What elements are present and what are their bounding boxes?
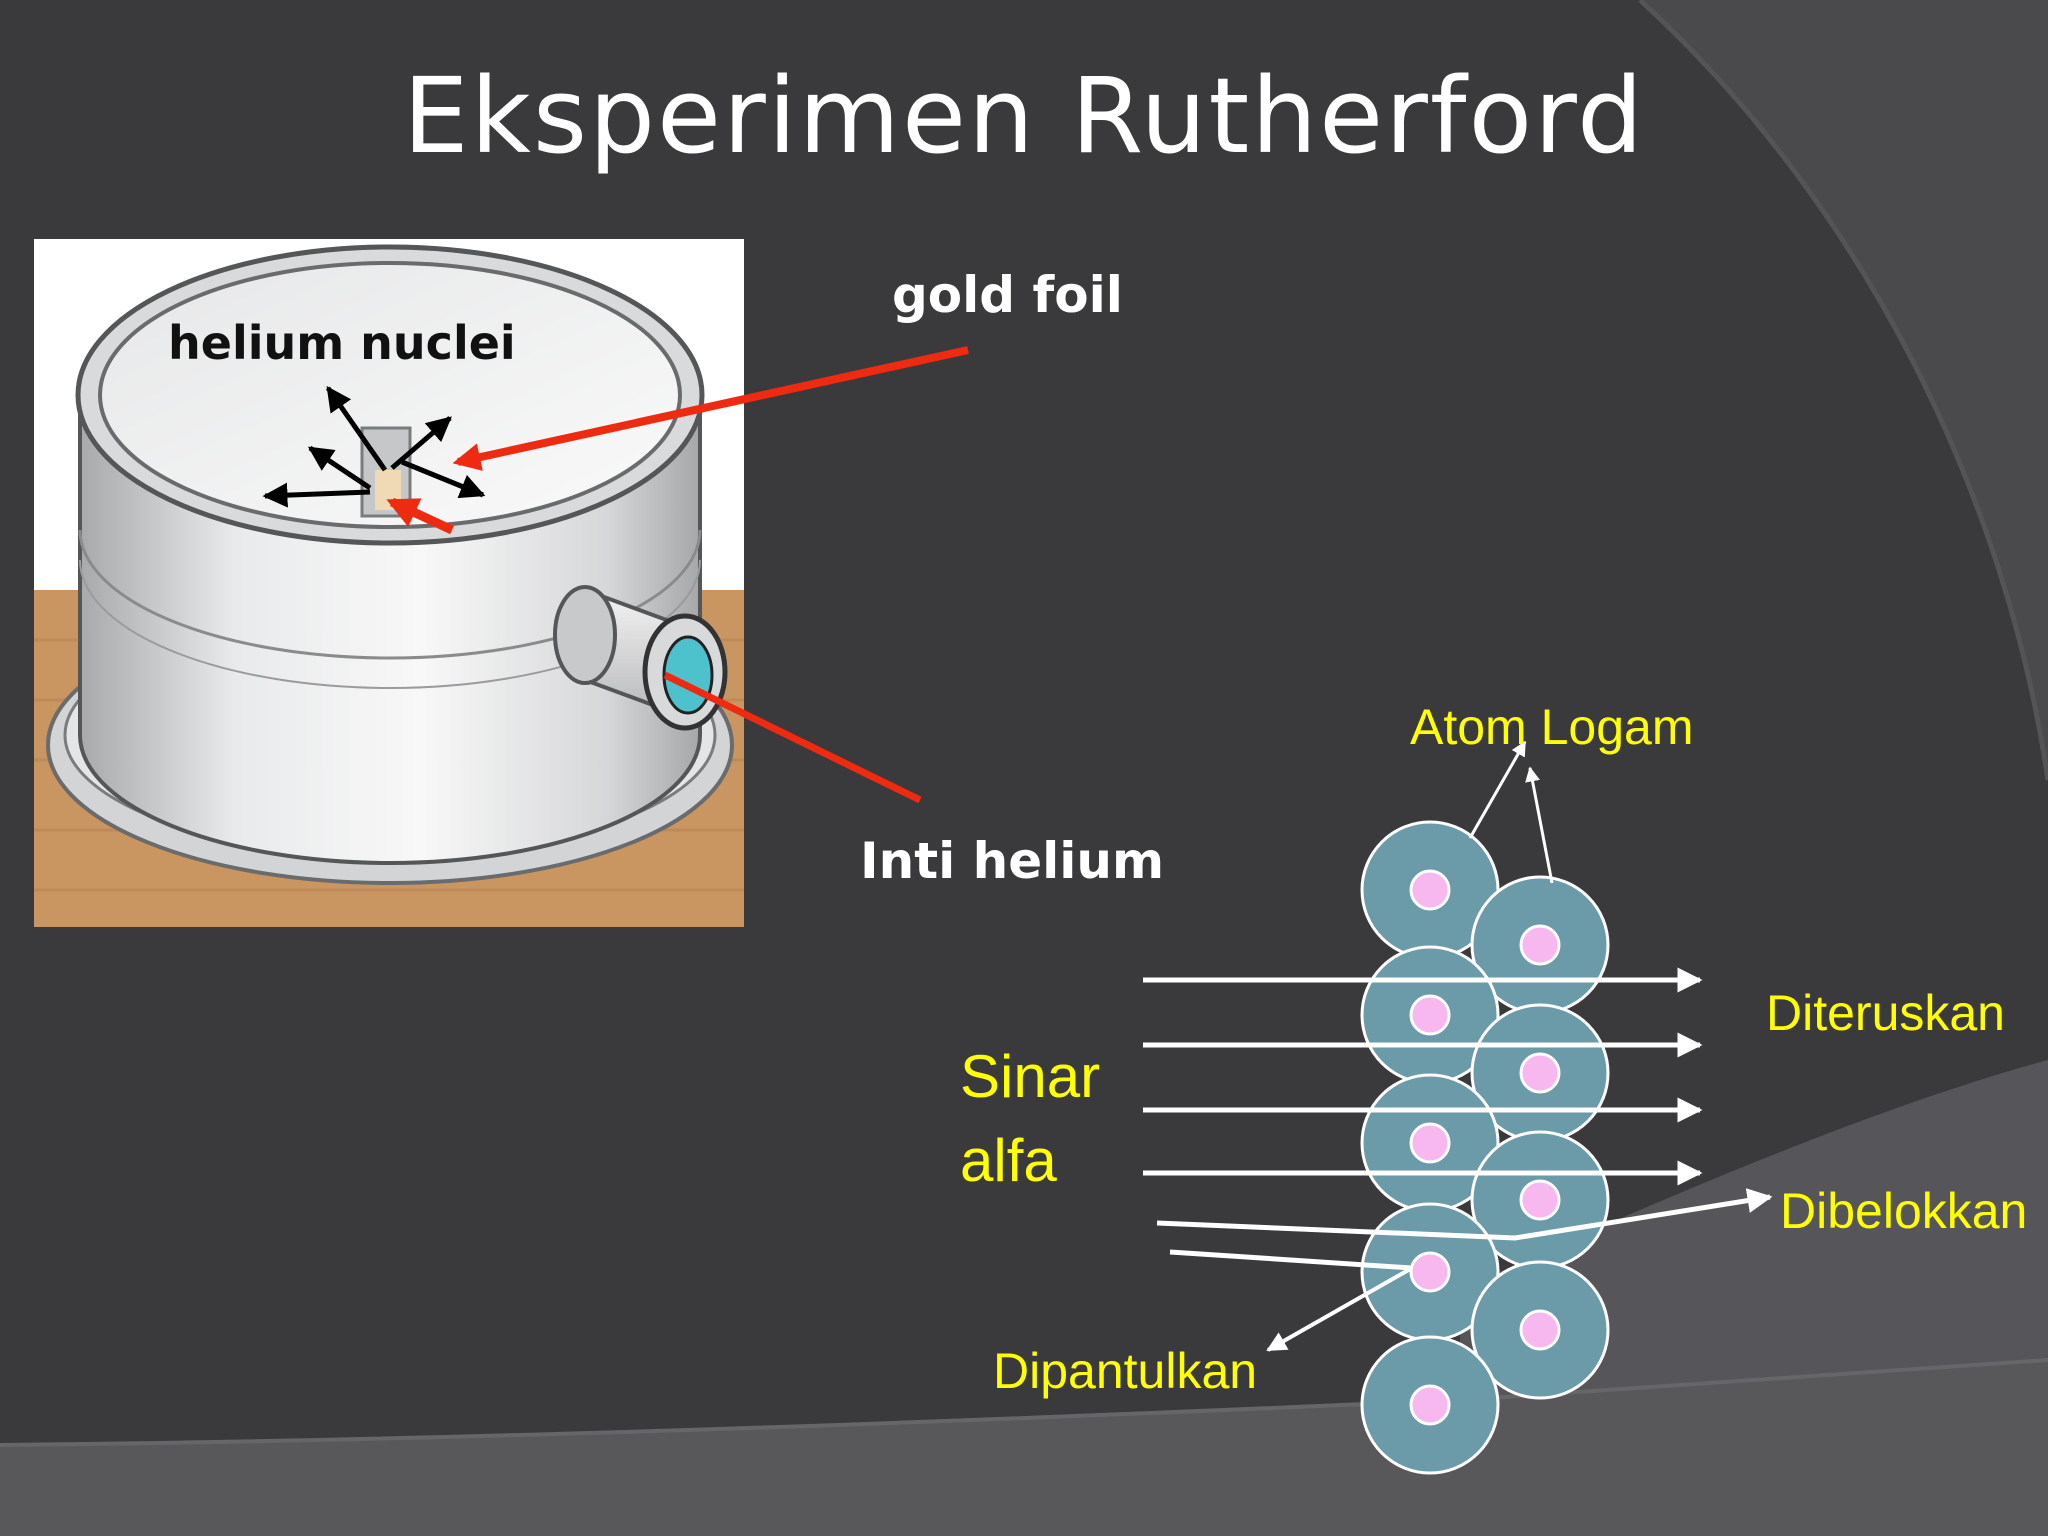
atom-nucleus xyxy=(1519,1179,1561,1221)
metal-atom-layer xyxy=(1360,820,1610,1475)
atom-logam-label: Atom Logam xyxy=(1410,699,1694,755)
inti-helium-pointer-line xyxy=(663,671,922,804)
atom-nucleus xyxy=(1409,869,1451,911)
metal-atom xyxy=(1470,1003,1610,1143)
atom-nucleus xyxy=(1409,994,1451,1036)
rutherford-apparatus-illustration xyxy=(34,239,744,927)
atom-nucleus xyxy=(1519,1309,1561,1351)
atom-nucleus xyxy=(1409,1122,1451,1164)
sinar-label: Sinar xyxy=(960,1043,1101,1110)
atom-logam-pointer-1 xyxy=(1468,740,1527,839)
dipantulkan-label: Dipantulkan xyxy=(993,1343,1258,1399)
atom-nucleus xyxy=(1519,924,1561,966)
alpha-ray-arrows xyxy=(1143,740,1773,1352)
metal-atom xyxy=(1360,820,1500,960)
reflected-ray-out xyxy=(1266,1266,1413,1352)
deflected-ray xyxy=(1156,1188,1773,1241)
alfa-label: alfa xyxy=(960,1127,1057,1194)
metal-atom xyxy=(1470,1260,1610,1400)
reflected-ray-in xyxy=(1169,1249,1413,1271)
metal-atom xyxy=(1470,1130,1610,1270)
atom-nucleus xyxy=(1409,1384,1451,1426)
gold-foil-pointer-arrow xyxy=(452,346,969,471)
atom-logam-pointer-2 xyxy=(1525,766,1554,884)
diteruskan-label: Diteruskan xyxy=(1766,985,2005,1041)
atom-nucleus xyxy=(1519,1052,1561,1094)
gold-foil-label: gold foil xyxy=(892,266,1123,324)
atom-nucleus xyxy=(1409,1251,1451,1293)
dibelokkan-label: Dibelokkan xyxy=(1780,1183,2028,1239)
helium-nuclei-label: helium nuclei xyxy=(168,316,516,370)
inti-helium-label: Inti helium xyxy=(860,832,1165,890)
metal-atom xyxy=(1360,1335,1500,1475)
slide-title: Eksperimen Rutherford xyxy=(402,55,1646,177)
